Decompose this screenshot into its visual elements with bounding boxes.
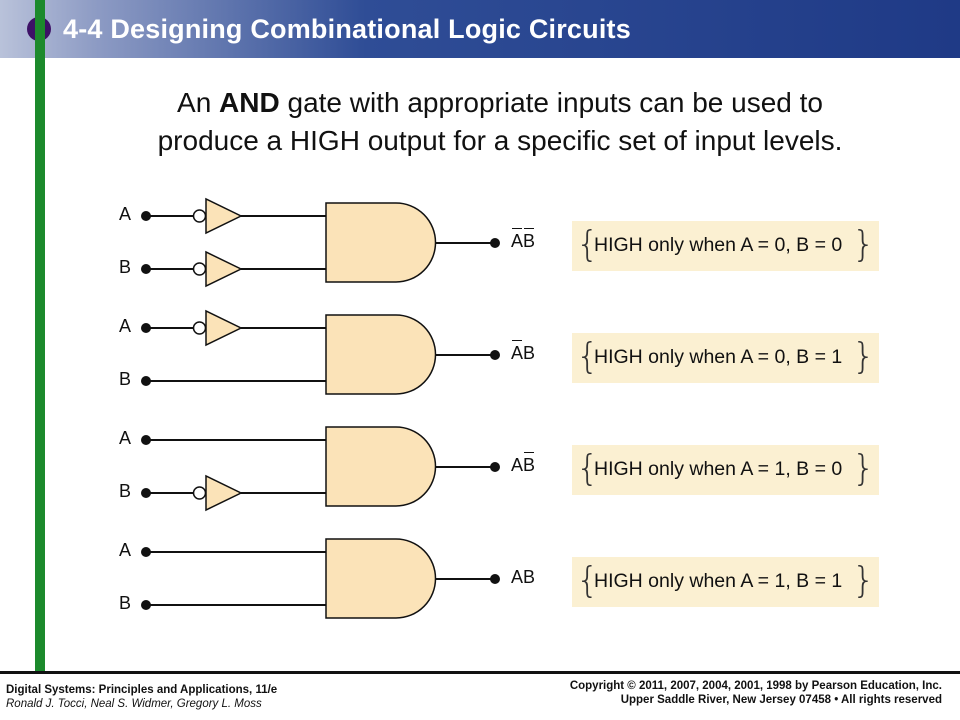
output-term-b: B: [523, 343, 536, 363]
condition-note: {HIGH only when A = 1, B = 0}: [572, 445, 879, 495]
footer-authors: Ronald J. Tocci, Neal S. Widmer, Gregory…: [6, 698, 262, 710]
output-term-b: B: [523, 452, 536, 475]
intro-before: An: [177, 87, 220, 118]
output-terminal: [490, 350, 500, 360]
input-a-label: A: [119, 540, 132, 560]
title-bar: 4-4 Designing Combinational Logic Circui…: [0, 0, 960, 58]
output-term-a: A: [511, 455, 524, 475]
intro-line2: produce a HIGH output for a specific set…: [157, 125, 843, 156]
condition-text: HIGH only when A = 0, B = 1: [594, 346, 843, 368]
and-gate-icon: [325, 314, 437, 395]
left-brace-icon: {: [576, 336, 599, 377]
accent-bar: [35, 0, 45, 672]
input-b-label: B: [119, 369, 132, 389]
footer-left: Digital Systems: Principles and Applicat…: [6, 684, 277, 710]
right-brace-icon: }: [852, 560, 875, 601]
inverter-icon: [205, 197, 243, 235]
inverter-bubble-icon: [192, 486, 207, 500]
footer-book-title: Digital Systems: Principles and Applicat…: [6, 684, 278, 696]
condition-note: {HIGH only when A = 1, B = 1}: [572, 557, 879, 607]
logic-diagram: [141, 197, 500, 619]
inverter-bubble-icon: [192, 321, 207, 335]
input-b-label: B: [119, 257, 132, 277]
right-brace-icon: }: [852, 448, 875, 489]
input-a-label: A: [119, 428, 132, 448]
footer-address: Upper Saddle River, New Jersey 07458 • A…: [620, 694, 942, 706]
inverter-icon: [205, 309, 243, 347]
output-terminal: [490, 574, 500, 584]
inverter-bubble-icon: [192, 209, 207, 223]
intro-text: An AND gate with appropriate inputs can …: [90, 84, 910, 160]
input-a-label: A: [119, 316, 132, 336]
intro-keyword: AND: [219, 87, 280, 118]
output-label: AB: [511, 452, 536, 476]
output-terminal: [490, 238, 500, 248]
output-term-a: A: [511, 567, 524, 587]
footer-divider: [0, 671, 960, 674]
output-terminal: [490, 462, 500, 472]
output-term-a: A: [511, 228, 524, 251]
inverter-icon: [205, 250, 243, 288]
condition-text: HIGH only when A = 1, B = 0: [594, 458, 843, 480]
inverter-bubble-icon: [192, 262, 207, 276]
condition-note: {HIGH only when A = 0, B = 1}: [572, 333, 879, 383]
condition-text: HIGH only when A = 1, B = 1: [594, 570, 843, 592]
and-gate-icon: [325, 538, 437, 619]
footer-copyright: Copyright © 2011, 2007, 2004, 2001, 1998…: [569, 680, 942, 692]
condition-text: HIGH only when A = 0, B = 0: [594, 234, 843, 256]
and-gate-icon: [325, 426, 437, 507]
intro-line1-rest: gate with appropriate inputs can be used…: [279, 87, 823, 118]
output-label: AB: [511, 340, 536, 364]
slide-title: 4-4 Designing Combinational Logic Circui…: [63, 14, 631, 44]
input-a-label: A: [119, 204, 132, 224]
inverter-icon: [205, 474, 243, 512]
left-brace-icon: {: [576, 224, 599, 265]
output-term-b: B: [523, 567, 536, 587]
footer-right: Copyright © 2011, 2007, 2004, 2001, 1998…: [570, 680, 942, 706]
output-label: AB: [511, 567, 535, 588]
output-term-b: B: [523, 228, 536, 251]
right-brace-icon: }: [852, 224, 875, 265]
left-brace-icon: {: [576, 448, 599, 489]
condition-note: {HIGH only when A = 0, B = 0}: [572, 221, 879, 271]
output-term-a: A: [511, 340, 524, 363]
input-b-label: B: [119, 593, 132, 613]
right-brace-icon: }: [852, 336, 875, 377]
left-brace-icon: {: [576, 560, 599, 601]
and-gate-icon: [325, 202, 437, 283]
output-label: AB: [511, 228, 536, 252]
input-b-label: B: [119, 481, 132, 501]
